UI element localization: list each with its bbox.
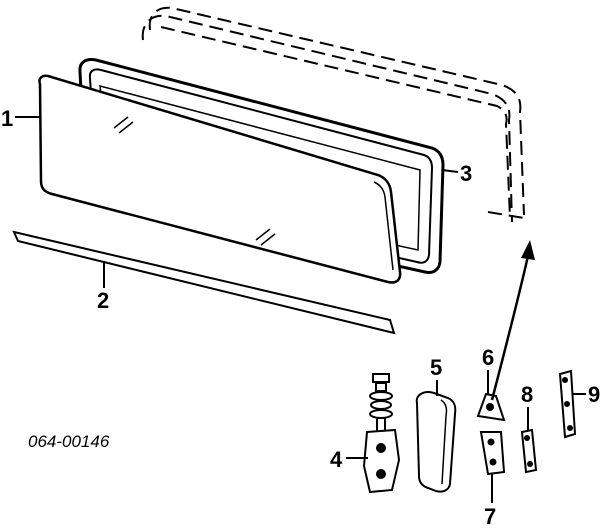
leader-lines: [15, 116, 586, 503]
part-5-handle-cover: [415, 391, 457, 493]
part-1-glass: [38, 74, 402, 284]
part-4-latch: [362, 373, 401, 494]
callout-7: 7: [484, 504, 496, 529]
callout-4: 4: [330, 447, 343, 472]
callout-2: 2: [97, 288, 109, 313]
part-6-upper-bracket: [476, 392, 506, 422]
location-arrow: [490, 240, 535, 401]
part-9-hinge-plate: [558, 369, 577, 439]
callout-6: 6: [482, 345, 494, 370]
callout-3: 3: [460, 161, 472, 186]
callout-8: 8: [521, 382, 533, 407]
callout-1: 1: [1, 106, 13, 131]
diagram-code: 064-00146: [28, 432, 110, 451]
callout-9: 9: [588, 382, 600, 407]
part-7-lower-bracket: [479, 431, 506, 476]
body-opening-outline: [141, 6, 525, 223]
part-2-strip: [12, 230, 396, 335]
part-8-strap: [520, 428, 538, 474]
callout-5: 5: [430, 355, 442, 380]
